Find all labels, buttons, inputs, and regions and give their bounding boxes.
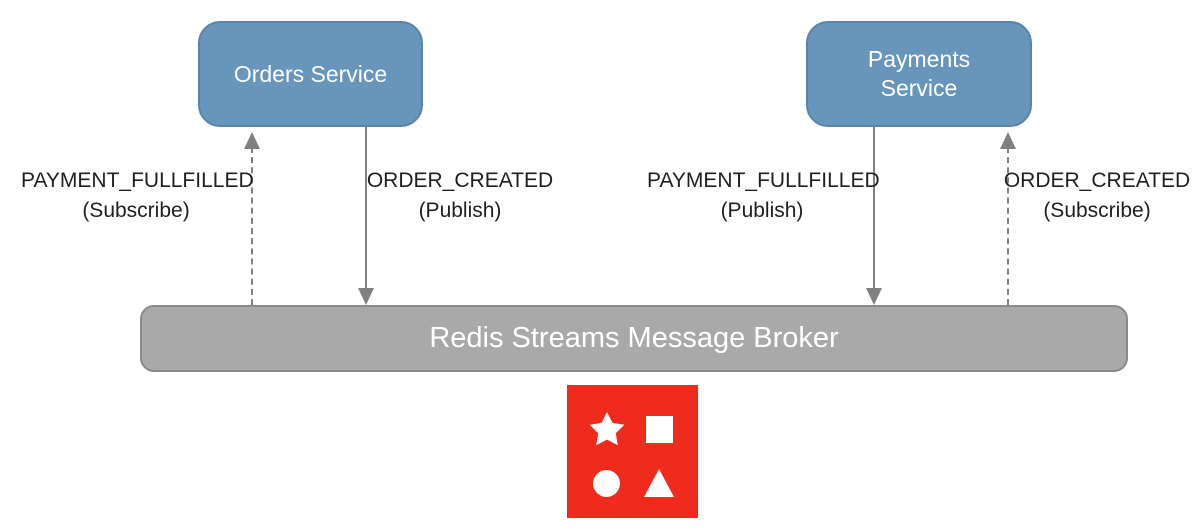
edge-mode-text: (Subscribe) xyxy=(1043,199,1151,222)
node-orders-service-label: Orders Service xyxy=(233,60,388,87)
edge-label-payment-fullfilled-publish: PAYMENT_FULLFILLED (Publish) xyxy=(647,166,880,226)
node-payments-service-label-line1: Payments xyxy=(867,46,971,72)
node-orders-service: Orders Service xyxy=(198,21,423,127)
edge-label-payment-fullfilled-subscribe: PAYMENT_FULLFILLED (Subscribe) xyxy=(21,166,254,226)
edge-label-order-created-publish: ORDER_CREATED (Publish) xyxy=(345,166,575,226)
triangle-icon xyxy=(644,469,674,497)
star-icon xyxy=(589,412,625,446)
edge-subscribe-orders xyxy=(251,147,253,305)
arrow-down-icon xyxy=(866,288,882,305)
node-payments-service-label-line2: Service xyxy=(880,75,958,101)
edge-label-order-created-subscribe: ORDER_CREATED (Subscribe) xyxy=(982,166,1200,226)
arrow-down-icon xyxy=(358,288,374,305)
edge-mode-text: (Publish) xyxy=(418,199,502,222)
edge-publish-orders xyxy=(365,127,367,289)
redis-logo xyxy=(567,385,698,518)
circle-icon xyxy=(593,470,620,497)
node-message-broker: Redis Streams Message Broker xyxy=(140,305,1128,372)
edge-event-text: ORDER_CREATED xyxy=(366,169,554,192)
arrow-up-icon xyxy=(244,132,260,149)
square-icon xyxy=(646,416,673,443)
edge-mode-text: (Publish) xyxy=(720,199,804,222)
edge-event-text: PAYMENT_FULLFILLED xyxy=(647,169,880,192)
node-payments-service: Payments Service xyxy=(806,21,1032,127)
edge-publish-payments xyxy=(873,127,875,289)
arrow-up-icon xyxy=(1000,132,1016,149)
node-message-broker-label: Redis Streams Message Broker xyxy=(429,322,839,354)
edge-event-text: ORDER_CREATED xyxy=(1003,169,1191,192)
edge-mode-text: (Subscribe) xyxy=(82,199,190,222)
edge-event-text: PAYMENT_FULLFILLED xyxy=(21,169,254,192)
edge-subscribe-payments xyxy=(1007,147,1009,305)
